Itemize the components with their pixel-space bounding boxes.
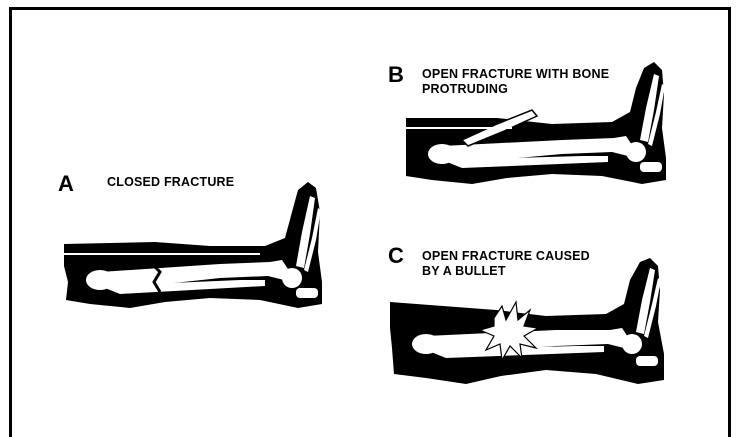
- leg-closed-fracture-illustration: [60, 182, 325, 317]
- leg-open-fracture-bone-illustration: [402, 62, 670, 192]
- leg-bullet-fracture-illustration: [386, 258, 670, 394]
